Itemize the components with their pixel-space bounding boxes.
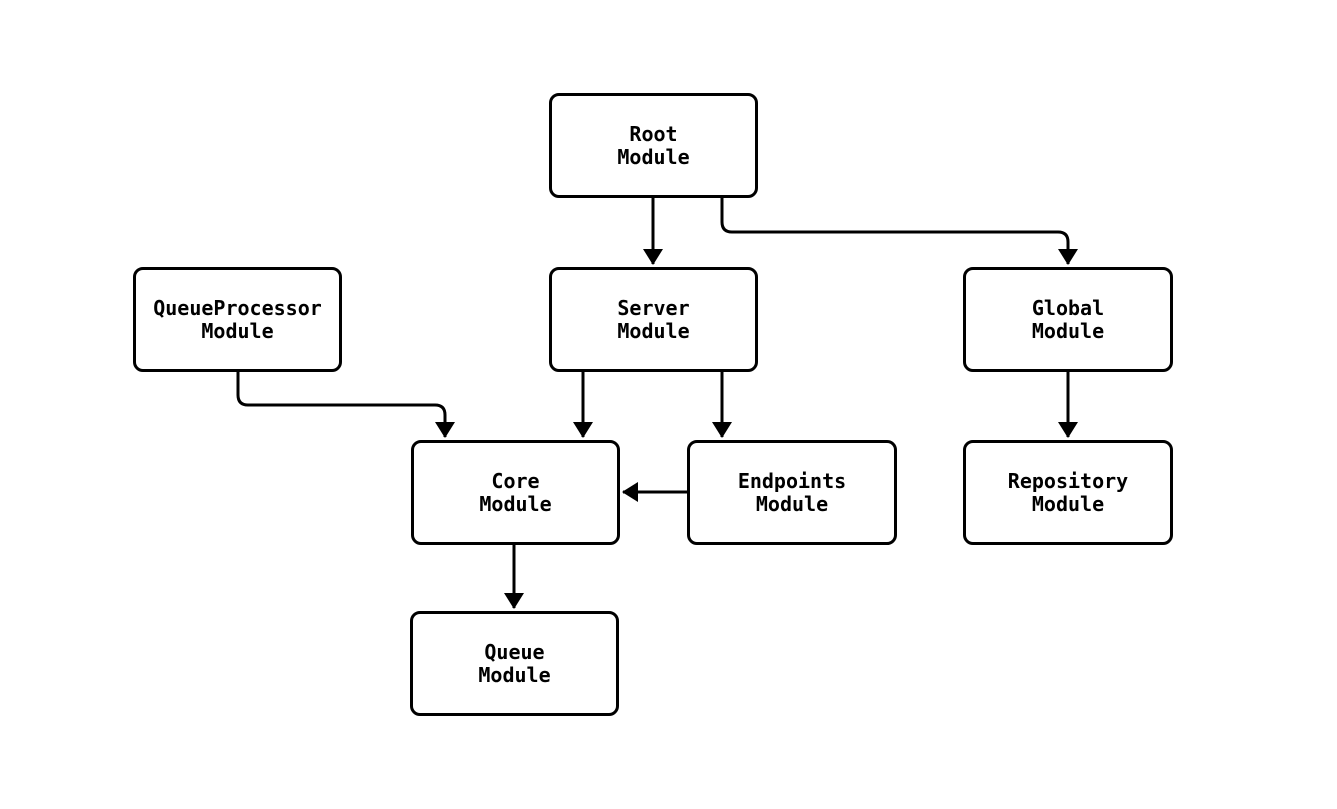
node-label-line: Module <box>478 662 551 687</box>
node-label-line: Server <box>617 295 690 320</box>
node-endpoints-module: Endpoints Module <box>687 440 897 545</box>
node-label-line: Core <box>491 468 540 493</box>
node-label-line: Module <box>1031 318 1105 343</box>
node-queue-module: Queue Module <box>410 611 619 716</box>
node-label-line: Module <box>617 318 690 343</box>
node-repository-module: Repository Module <box>963 440 1173 545</box>
node-label-line: QueueProcessor <box>153 295 322 320</box>
node-label-line: Root <box>629 121 678 146</box>
node-label-line: Queue <box>484 639 545 664</box>
node-root-module: Root Module <box>549 93 758 198</box>
node-queueprocessor-module: QueueProcessor Module <box>133 267 342 372</box>
node-core-module: Core Module <box>411 440 620 545</box>
node-label-line: Endpoints <box>737 468 847 493</box>
node-label-line: Module <box>201 318 274 343</box>
node-label-line: Module <box>1031 491 1105 516</box>
node-server-module: Server Module <box>549 267 758 372</box>
node-label-line: Module <box>479 491 552 516</box>
edge-root-to-global <box>720 198 1078 265</box>
node-label-line: Global <box>1031 295 1105 320</box>
node-label-line: Repository <box>1007 468 1129 493</box>
node-global-module: Global Module <box>963 267 1173 372</box>
node-label-line: Module <box>617 144 690 169</box>
edge-queueprocessor-to-core <box>236 372 455 438</box>
node-label-line: Module <box>755 491 829 516</box>
